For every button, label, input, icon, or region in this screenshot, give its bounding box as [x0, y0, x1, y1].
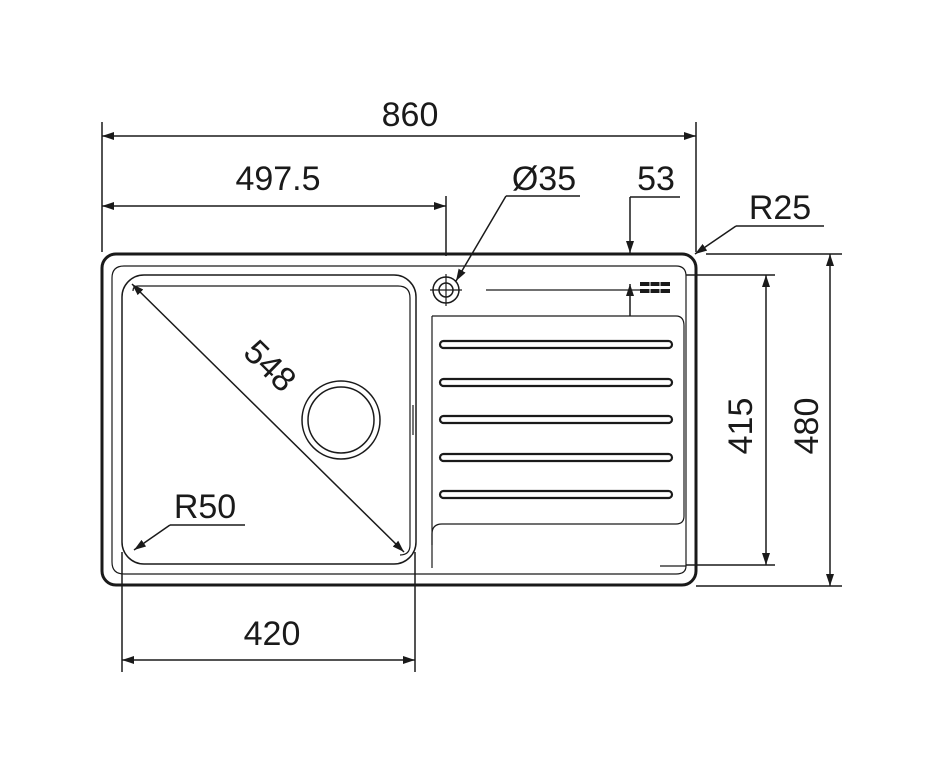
- dimension-overall-depth: 480: [696, 253, 842, 587]
- label-tap-hole: Ø35: [512, 160, 576, 198]
- dimension-bowl-diagonal: 548: [131, 283, 405, 553]
- dimension-bowl-center-offset: 497.5: [102, 160, 447, 256]
- label-bowl-depth: 415: [722, 398, 760, 455]
- dimension-overall-width: 860: [101, 96, 697, 252]
- label-overall-width: 860: [382, 96, 439, 134]
- draining-board: [431, 315, 686, 568]
- drain: [301, 380, 381, 460]
- dimension-outer-corner-radius: R25: [694, 189, 824, 255]
- drain-grooves: [438, 339, 674, 500]
- dimension-bowl-depth: 415: [686, 274, 775, 566]
- dimension-tap-hole: Ø35: [455, 160, 580, 282]
- label-outer-corner-radius: R25: [749, 189, 811, 227]
- label-edge-offset: 53: [637, 160, 675, 198]
- tap-hole: [430, 274, 462, 306]
- label-bowl-width: 420: [244, 615, 301, 653]
- sink-outline: [100, 252, 698, 587]
- label-bowl-corner-radius: R50: [174, 488, 236, 526]
- dimension-bowl-corner-radius: R50: [133, 488, 245, 551]
- label-bowl-center-offset: 497.5: [235, 160, 320, 198]
- label-bowl-diagonal: 548: [236, 333, 303, 400]
- dimension-bowl-width: 420: [121, 552, 416, 672]
- label-overall-depth: 480: [788, 398, 826, 455]
- dimension-edge-offset: 53: [626, 160, 680, 316]
- overflow-plate: [486, 281, 670, 294]
